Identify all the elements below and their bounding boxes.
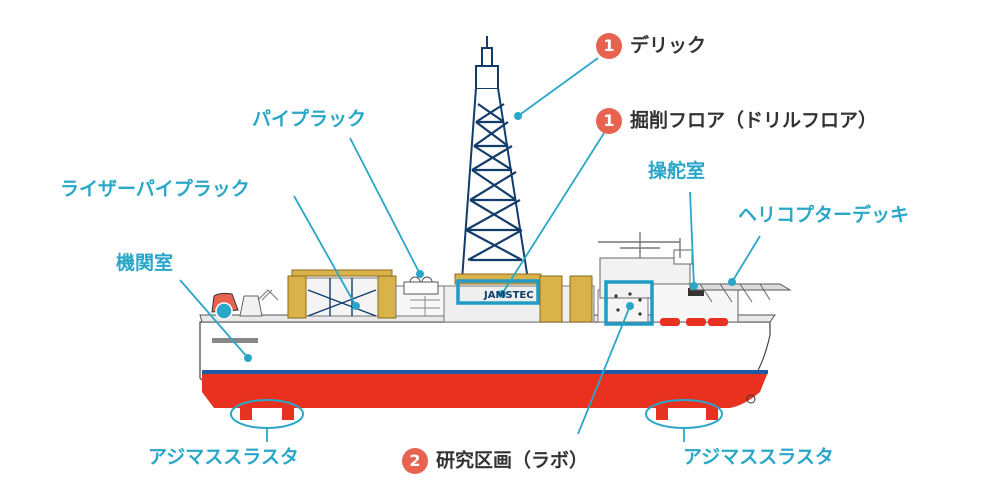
- label-thruster-left: アジマススラスタ: [148, 446, 299, 468]
- drill-floor-highlight: [456, 279, 540, 305]
- lab-windows: [614, 292, 642, 316]
- funnel: [211, 289, 279, 320]
- leader-dots: [244, 112, 736, 362]
- ship-hull: [199, 314, 776, 408]
- helideck: [689, 283, 792, 303]
- leader-lines: [179, 57, 761, 442]
- label-helideck: ヘリコプターデッキ: [738, 204, 910, 226]
- label-engine-room: 機関室: [116, 252, 174, 274]
- label-bridge: 操舵室: [648, 160, 706, 182]
- badge-drill-floor: 1: [596, 108, 622, 134]
- thrusters-right: [645, 399, 723, 429]
- lab-highlight: [604, 280, 654, 326]
- badge-lab: 2: [402, 448, 428, 474]
- label-riser-pipe-rack: ライザーパイプラック: [60, 178, 250, 200]
- derrick-tower: [454, 36, 542, 285]
- label-thruster-right: アジマススラスタ: [683, 446, 834, 468]
- badge-derrick: 1: [596, 33, 622, 59]
- label-pipe-rack: パイプラック: [252, 108, 367, 130]
- riser-pipe-rack-structure: [287, 269, 445, 319]
- jamstec-logo: JAMSTEC: [483, 290, 534, 301]
